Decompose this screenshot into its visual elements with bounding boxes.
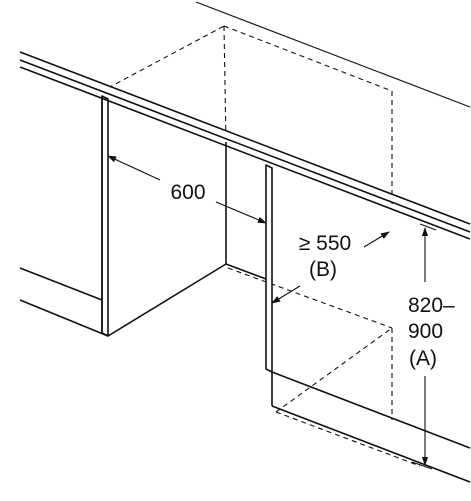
wall-edge	[195, 1, 471, 108]
width-dimension-arrow-right	[215, 201, 267, 224]
depth-dimension-arrow-top	[363, 231, 390, 248]
depth-dimension-arrow-bottom	[271, 285, 301, 304]
height-dimension-min: 820–	[408, 294, 455, 317]
depth-dimension-label: (B)	[309, 258, 337, 281]
width-dimension: 600	[107, 155, 267, 224]
width-dimension-value: 600	[170, 181, 205, 204]
depth-dimension: ≥ 550 (B)	[271, 231, 390, 304]
height-dimension: 820– 900 (A)	[408, 223, 455, 470]
niche-outline	[107, 25, 421, 467]
right-cabinet	[265, 164, 471, 483]
height-dimension-max: 900	[408, 320, 443, 343]
niche-back-wall	[225, 142, 267, 280]
depth-dimension-value: ≥ 550	[299, 232, 351, 255]
left-cabinet	[19, 95, 227, 337]
width-dimension-arrow-left	[107, 155, 161, 181]
height-dimension-tick-top	[419, 223, 437, 231]
countertop	[19, 51, 471, 240]
height-dimension-label: (A)	[409, 347, 437, 370]
